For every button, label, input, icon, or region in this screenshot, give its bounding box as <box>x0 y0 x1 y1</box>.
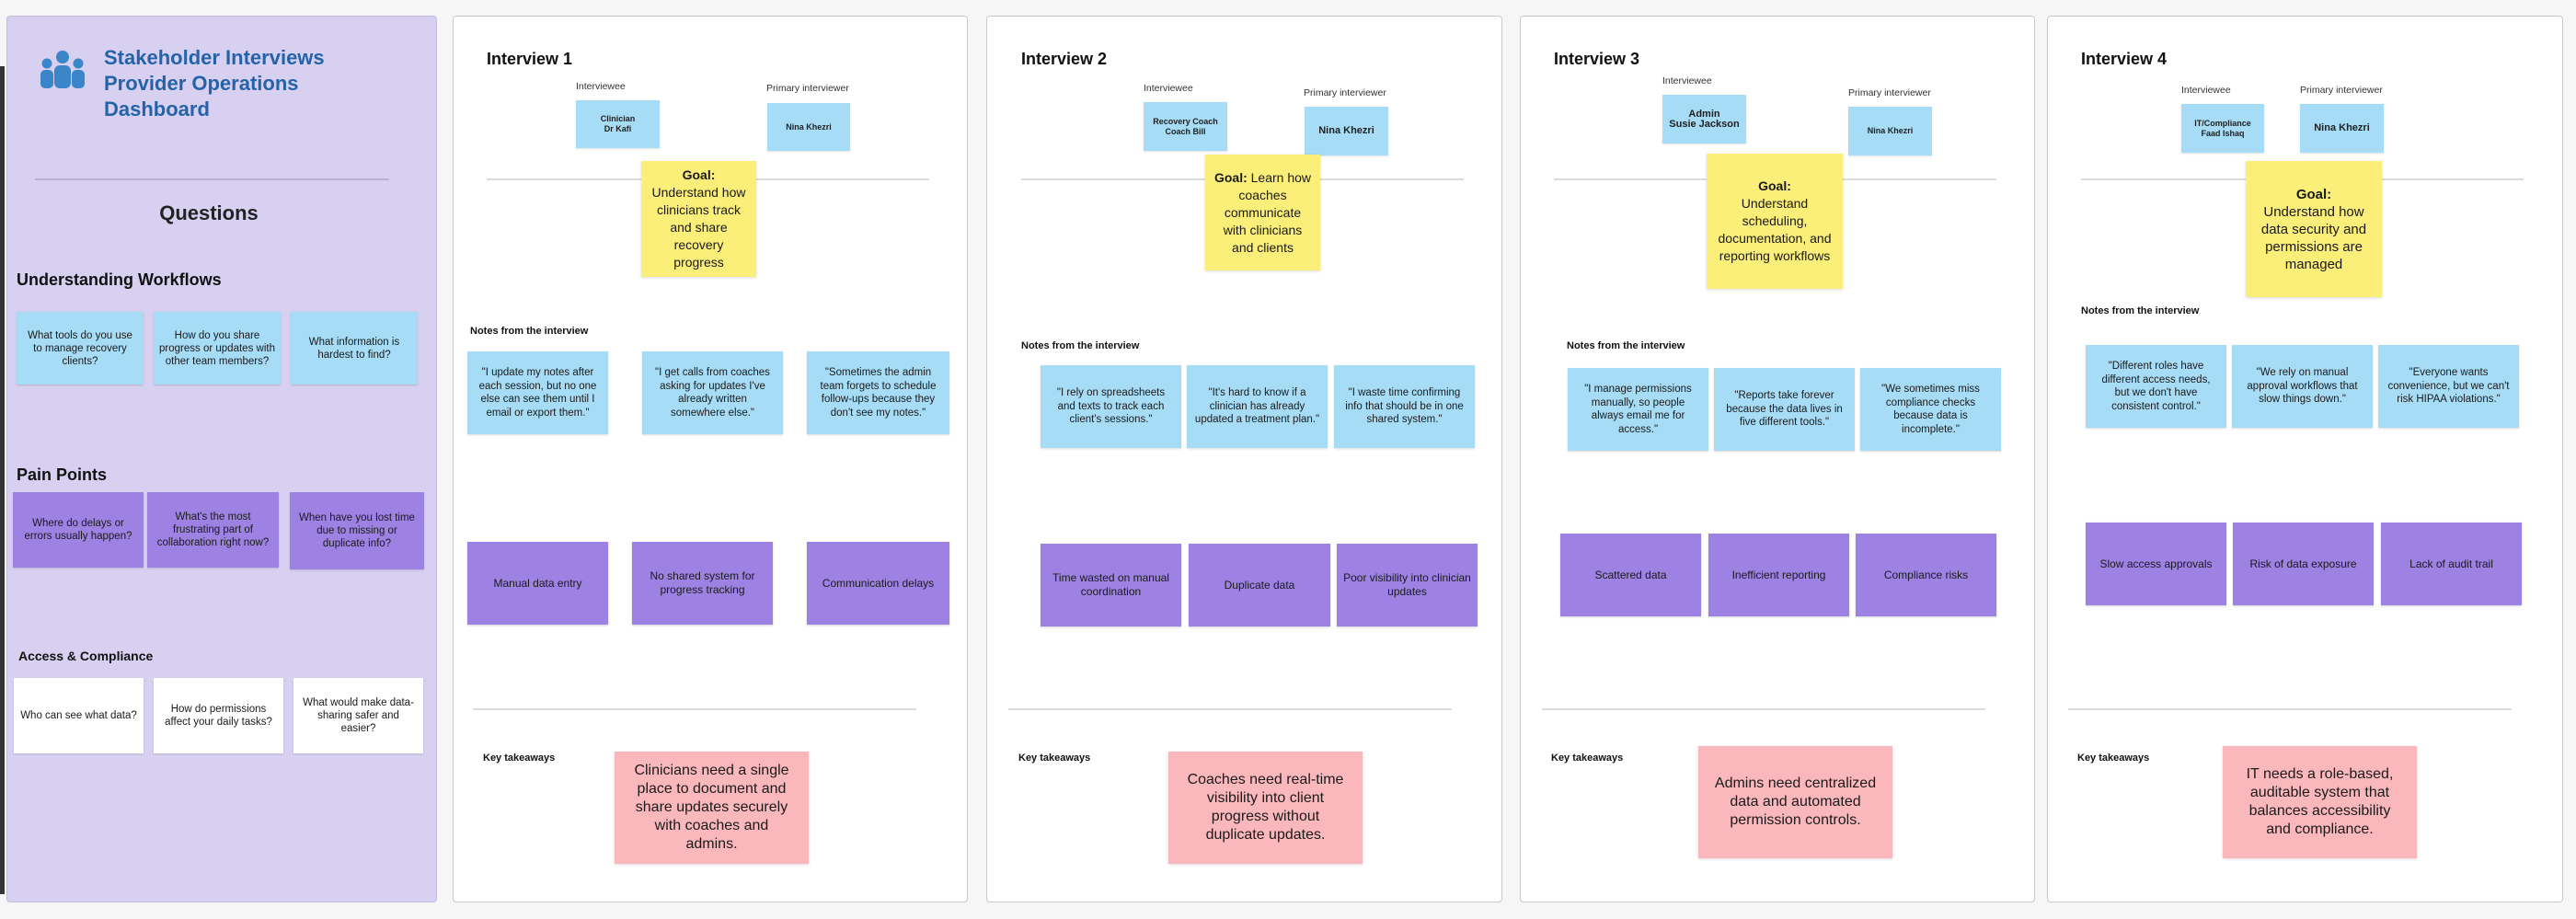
interviewer-sticky[interactable]: Nina Khezri <box>767 103 850 151</box>
goal-sticky[interactable]: Goal: Learn how coaches communicate with… <box>1205 155 1320 270</box>
frame-divider <box>2068 708 2512 710</box>
section-title-understanding-workflows: Understanding Workflows <box>17 270 222 289</box>
frame-divider <box>473 708 916 710</box>
goal-sticky[interactable]: Goal: Understand how clinicians track and… <box>641 161 756 277</box>
questions-heading: Questions <box>159 201 259 224</box>
dashboard-panel[interactable] <box>6 16 437 902</box>
pain-point-sticky[interactable]: Duplicate data <box>1189 544 1330 626</box>
people-group-icon <box>35 48 90 94</box>
pain-point-sticky[interactable]: Compliance risks <box>1856 534 1996 616</box>
interviewee-label: Interviewee <box>2181 85 2231 96</box>
note-sticky[interactable]: "We rely on manual approval workflows th… <box>2232 345 2373 428</box>
goal-prefix: Goal: <box>1213 169 1248 185</box>
key-takeaways-label: Key takeaways <box>1551 752 1624 764</box>
interviewee-label: Interviewee <box>576 81 626 92</box>
question-sticky[interactable]: What's the most frustrating part of coll… <box>147 492 279 568</box>
interview-title: Interview 1 <box>487 50 573 68</box>
goal-text: Learn how coaches communicate with clini… <box>1223 169 1312 255</box>
interview-title: Interview 3 <box>1554 50 1640 68</box>
note-sticky[interactable]: "I rely on spreadsheets and texts to tra… <box>1041 365 1181 448</box>
goal-text: Understand scheduling, documentation, an… <box>1718 196 1832 263</box>
goal-text: Understand how clinicians track and shar… <box>651 185 746 270</box>
goal-text: Understand how data security and permiss… <box>2260 203 2367 272</box>
note-sticky[interactable]: "I waste time confirming info that shoul… <box>1334 365 1475 448</box>
note-sticky[interactable]: "We sometimes miss compliance checks bec… <box>1860 368 2001 451</box>
interviewee-label: Interviewee <box>1144 83 1193 94</box>
question-sticky[interactable]: Where do delays or errors usually happen… <box>13 492 144 568</box>
interviewee-label: Interviewee <box>1662 75 1712 86</box>
pain-point-sticky[interactable]: Poor visibility into clinician updates <box>1337 544 1478 626</box>
pain-point-sticky[interactable]: Communication delays <box>807 542 949 625</box>
note-sticky[interactable]: "Sometimes the admin team forgets to sch… <box>807 351 949 434</box>
note-sticky[interactable]: "It's hard to know if a clinician has al… <box>1187 365 1328 448</box>
question-sticky[interactable]: What tools do you use to manage recovery… <box>17 312 144 385</box>
interviewer-sticky[interactable]: Nina Khezri <box>1848 107 1932 155</box>
interviewer-label: Primary interviewer <box>1848 87 1931 98</box>
pain-point-sticky[interactable]: Time wasted on manual coordination <box>1041 544 1181 626</box>
question-sticky[interactable]: When have you lost time due to missing o… <box>290 492 424 569</box>
note-sticky[interactable]: "Reports take forever because the data l… <box>1714 368 1855 451</box>
goal-prefix: Goal: <box>2295 186 2332 202</box>
note-sticky[interactable]: "Everyone wants convenience, but we can'… <box>2378 345 2519 428</box>
pain-point-sticky[interactable]: Manual data entry <box>467 542 608 625</box>
dashboard-title-line-2: Provider Operations <box>104 72 299 95</box>
goal-prefix: Goal: <box>682 167 716 182</box>
section-title-pain-points: Pain Points <box>17 465 108 484</box>
pain-point-sticky[interactable]: Scattered data <box>1560 534 1701 616</box>
interviewer-sticky[interactable]: Nina Khezri <box>2300 104 2384 153</box>
pain-point-sticky[interactable]: Risk of data exposure <box>2233 523 2374 605</box>
goal-sticky[interactable]: Goal:Understand how data security and pe… <box>2246 161 2382 297</box>
panel-divider <box>35 178 389 180</box>
interviewer-label: Primary interviewer <box>1304 87 1386 98</box>
pain-point-sticky[interactable]: Slow access approvals <box>2086 523 2226 605</box>
question-sticky[interactable]: How do you share progress or updates wit… <box>154 312 281 385</box>
canvas-edge-bar <box>0 66 5 894</box>
interview-title: Interview 2 <box>1021 50 1108 68</box>
question-sticky[interactable]: What information is hardest to find? <box>291 312 418 385</box>
notes-label: Notes from the interview <box>1567 340 1685 351</box>
frame-divider <box>1542 708 1985 710</box>
interviewer-label: Primary interviewer <box>2300 85 2383 96</box>
question-sticky[interactable]: How do permissions affect your daily tas… <box>154 678 283 753</box>
frame-divider <box>1008 708 1452 710</box>
notes-label: Notes from the interview <box>470 326 589 337</box>
note-sticky[interactable]: "I update my notes after each session, b… <box>467 351 608 434</box>
interviewer-label: Primary interviewer <box>766 83 849 94</box>
dashboard-title-line-3: Dashboard <box>104 98 210 121</box>
interviewer-sticky[interactable]: Nina Khezri <box>1305 107 1388 155</box>
takeaway-sticky[interactable]: IT needs a role-based, auditable system … <box>2223 746 2417 858</box>
note-sticky[interactable]: "I manage permissions manually, so peopl… <box>1568 368 1708 451</box>
goal-sticky[interactable]: Goal: Understand scheduling, documentatio… <box>1707 154 1843 289</box>
key-takeaways-label: Key takeaways <box>2077 752 2150 764</box>
key-takeaways-label: Key takeaways <box>483 752 556 764</box>
interviewee-sticky[interactable]: Recovery Coach Coach Bill <box>1144 102 1227 151</box>
note-sticky[interactable]: "I get calls from coaches asking for upd… <box>642 351 783 434</box>
notes-label: Notes from the interview <box>2081 305 2200 316</box>
question-sticky[interactable]: Who can see what data? <box>14 678 144 753</box>
key-takeaways-label: Key takeaways <box>1018 752 1091 764</box>
pain-point-sticky[interactable]: Lack of audit trail <box>2381 523 2522 605</box>
note-sticky[interactable]: "Different roles have different access n… <box>2086 345 2226 428</box>
interviewee-sticky[interactable]: IT/Compliance Faad Ishaq <box>2181 104 2264 153</box>
dashboard-title-line-1: Stakeholder Interviews <box>104 46 325 69</box>
pain-point-sticky[interactable]: Inefficient reporting <box>1708 534 1849 616</box>
interviewee-sticky[interactable]: Clinician Dr Kafi <box>576 100 660 148</box>
takeaway-sticky[interactable]: Coaches need real-time visibility into c… <box>1168 752 1363 864</box>
question-sticky[interactable]: What would make data-sharing safer and e… <box>293 678 423 753</box>
notes-label: Notes from the interview <box>1021 340 1140 351</box>
takeaway-sticky[interactable]: Admins need centralized data and automat… <box>1698 746 1892 858</box>
takeaway-sticky[interactable]: Clinicians need a single place to docume… <box>615 752 809 864</box>
section-title-access-compliance: Access & Compliance <box>18 649 154 663</box>
goal-prefix: Goal: <box>1758 178 1791 193</box>
pain-point-sticky[interactable]: No shared system for progress tracking <box>632 542 773 625</box>
interview-title: Interview 4 <box>2081 50 2168 68</box>
interviewee-sticky[interactable]: Admin Susie Jackson <box>1662 95 1746 144</box>
